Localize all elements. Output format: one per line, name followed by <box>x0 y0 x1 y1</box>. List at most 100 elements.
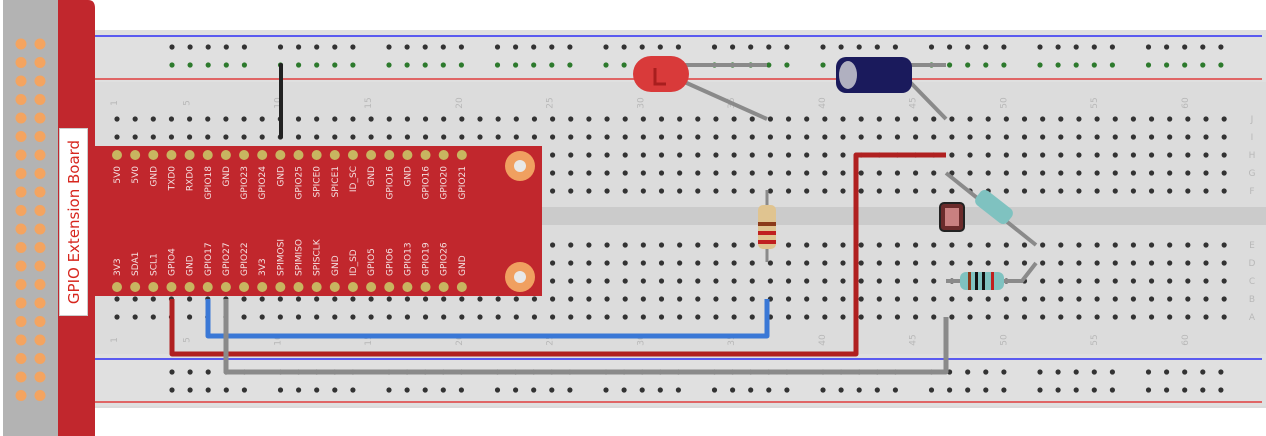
breadboard-hole[interactable] <box>894 314 901 320</box>
breadboard-hole[interactable] <box>114 296 120 302</box>
rail-hole[interactable] <box>458 44 464 50</box>
breadboard-hole[interactable] <box>1058 152 1064 158</box>
breadboard-hole[interactable] <box>568 260 574 266</box>
rail-hole[interactable] <box>820 387 826 393</box>
breadboard-hole[interactable] <box>1112 116 1118 122</box>
breadboard-hole[interactable] <box>985 242 991 248</box>
rail-hole[interactable] <box>1218 387 1224 393</box>
breadboard-hole[interactable] <box>985 152 991 158</box>
breadboard-hole[interactable] <box>1003 152 1009 158</box>
breadboard-hole[interactable] <box>404 116 410 122</box>
breadboard-hole[interactable] <box>1058 134 1064 140</box>
breadboard-hole[interactable] <box>949 116 955 122</box>
breadboard-hole[interactable] <box>658 116 665 122</box>
cobbler-pin[interactable] <box>184 150 195 160</box>
breadboard-hole[interactable] <box>840 188 846 194</box>
breadboard-hole[interactable] <box>1076 116 1082 122</box>
resistor-diagonal[interactable] <box>944 171 1038 247</box>
breadboard-hole[interactable] <box>622 170 628 176</box>
breadboard-hole[interactable] <box>568 296 574 302</box>
breadboard-hole[interactable] <box>1148 188 1155 194</box>
cobbler-pin[interactable] <box>112 282 122 292</box>
breadboard-hole[interactable] <box>1058 242 1064 248</box>
cobbler-pin[interactable] <box>239 282 250 292</box>
breadboard-hole[interactable] <box>568 152 574 158</box>
rail-hole[interactable] <box>422 387 428 393</box>
rail-hole[interactable] <box>947 44 953 50</box>
breadboard-hole[interactable] <box>241 296 247 302</box>
breadboard-hole[interactable] <box>1003 314 1009 320</box>
breadboard-hole[interactable] <box>931 242 937 248</box>
cobbler-pin[interactable] <box>329 150 340 160</box>
breadboard-hole[interactable] <box>858 242 864 248</box>
rail-hole[interactable] <box>730 387 736 393</box>
breadboard-hole[interactable] <box>949 152 955 158</box>
breadboard-hole[interactable] <box>949 188 955 194</box>
breadboard-hole[interactable] <box>894 134 901 140</box>
rail-hole[interactable] <box>314 387 320 393</box>
breadboard-hole[interactable] <box>622 188 628 194</box>
breadboard-hole[interactable] <box>858 116 864 122</box>
breadboard-hole[interactable] <box>967 170 973 176</box>
rail-hole[interactable] <box>1073 387 1079 393</box>
rail-hole[interactable] <box>1091 387 1097 393</box>
breadboard-hole[interactable] <box>858 134 864 140</box>
breadboard-hole[interactable] <box>640 278 646 284</box>
breadboard-hole[interactable] <box>441 134 447 140</box>
breadboard-hole[interactable] <box>295 134 302 140</box>
breadboard-hole[interactable] <box>840 242 846 248</box>
breadboard-hole[interactable] <box>1112 242 1118 248</box>
breadboard-hole[interactable] <box>749 278 755 284</box>
breadboard-hole[interactable] <box>350 134 356 140</box>
rail-hole[interactable] <box>603 387 609 393</box>
breadboard-hole[interactable] <box>477 116 483 122</box>
breadboard-hole[interactable] <box>1203 170 1209 176</box>
breadboard-hole[interactable] <box>713 314 719 320</box>
breadboard-hole[interactable] <box>1021 170 1028 176</box>
breadboard-hole[interactable] <box>767 152 774 158</box>
breadboard-hole[interactable] <box>1185 296 1191 302</box>
breadboard-hole[interactable] <box>1167 260 1173 266</box>
breadboard-hole[interactable] <box>876 296 882 302</box>
breadboard-hole[interactable] <box>1040 314 1046 320</box>
rail-hole[interactable] <box>947 387 953 393</box>
breadboard-hole[interactable] <box>840 134 846 140</box>
breadboard-hole[interactable] <box>785 296 792 302</box>
breadboard-hole[interactable] <box>876 116 882 122</box>
breadboard-hole[interactable] <box>677 314 683 320</box>
breadboard-hole[interactable] <box>1112 152 1118 158</box>
breadboard-hole[interactable] <box>840 278 846 284</box>
breadboard-hole[interactable] <box>822 278 828 284</box>
rail-hole[interactable] <box>1182 44 1188 50</box>
rail-hole[interactable] <box>675 387 682 393</box>
breadboard-hole[interactable] <box>1185 134 1191 140</box>
breadboard-hole[interactable] <box>713 170 719 176</box>
breadboard-hole[interactable] <box>713 152 719 158</box>
breadboard-hole[interactable] <box>1094 260 1100 266</box>
breadboard-hole[interactable] <box>894 242 901 248</box>
rail-hole[interactable] <box>1145 387 1152 393</box>
rail-hole[interactable] <box>422 62 428 68</box>
gpio17-wire[interactable] <box>205 299 770 339</box>
breadboard-hole[interactable] <box>1021 296 1028 302</box>
breadboard-hole[interactable] <box>767 170 774 176</box>
breadboard-hole[interactable] <box>1076 188 1082 194</box>
rail-hole[interactable] <box>1037 369 1043 375</box>
breadboard-hole[interactable] <box>931 170 937 176</box>
rail-hole[interactable] <box>296 44 302 50</box>
rail-hole[interactable] <box>567 44 573 50</box>
rail-hole[interactable] <box>513 44 519 50</box>
breadboard-hole[interactable] <box>840 260 846 266</box>
breadboard-hole[interactable] <box>677 242 683 248</box>
breadboard-hole[interactable] <box>894 260 901 266</box>
breadboard-hole[interactable] <box>550 242 556 248</box>
rail-hole[interactable] <box>1109 387 1115 393</box>
rail-hole[interactable] <box>965 369 971 375</box>
breadboard-hole[interactable] <box>1112 278 1118 284</box>
cobbler-pin[interactable] <box>311 150 322 160</box>
breadboard-hole[interactable] <box>967 242 973 248</box>
rail-hole[interactable] <box>1091 62 1097 68</box>
breadboard-hole[interactable] <box>1167 188 1173 194</box>
rail-hole[interactable] <box>314 44 320 50</box>
cobbler-pin[interactable] <box>275 150 286 160</box>
